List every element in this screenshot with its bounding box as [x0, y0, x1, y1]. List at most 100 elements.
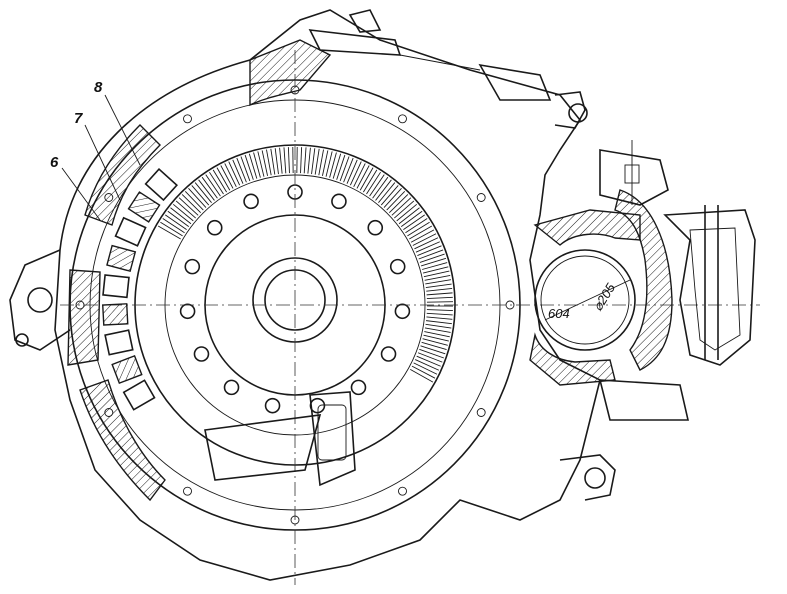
- gear-tooth: [287, 147, 290, 174]
- rim-bolt: [183, 486, 192, 496]
- gear-tooth: [181, 194, 202, 213]
- leader-line-8: [104, 94, 141, 166]
- stator-segment: [122, 379, 156, 411]
- bolt-hole: [389, 258, 406, 275]
- bolt-hole: [264, 397, 281, 414]
- bolt-hole: [309, 397, 326, 414]
- gear-tooth: [314, 148, 320, 175]
- gear-tooth: [270, 148, 276, 175]
- bolt-holes: [75, 85, 515, 525]
- gear-tooth: [426, 320, 452, 325]
- gear-tooth: [398, 207, 420, 225]
- stator-segment: [102, 303, 129, 326]
- callout-7: 7: [74, 110, 83, 127]
- top-linkage: [308, 9, 552, 101]
- stator-pack: [102, 167, 178, 411]
- center-lines: [60, 50, 760, 585]
- gear-tooth: [240, 156, 251, 182]
- gear-tooth: [170, 207, 192, 225]
- gear-tooth: [184, 191, 204, 211]
- leader-line-6: [61, 167, 101, 221]
- dimension-width-label: 604: [548, 306, 570, 321]
- bolt-hole: [223, 379, 240, 396]
- gear-tooth: [426, 288, 453, 292]
- stator-segment: [104, 329, 134, 356]
- gear-tooth: [232, 159, 244, 184]
- gear-tooth: [209, 171, 224, 195]
- gear-tooth: [157, 225, 181, 240]
- gear-tooth: [283, 147, 287, 174]
- gear-tooth: [172, 203, 194, 222]
- stator-segment: [102, 274, 130, 299]
- gear-tooth: [388, 194, 409, 213]
- stator-segment: [114, 216, 147, 247]
- casing-ring: [67, 39, 332, 502]
- dimension-annotations: 604 ⌀205: [544, 279, 631, 321]
- side-bracket: [529, 140, 756, 421]
- gear-tooth: [160, 221, 183, 237]
- gear-tooth: [426, 316, 453, 320]
- gear-tooth: [236, 157, 247, 183]
- gear-tooth: [274, 148, 279, 175]
- gear-tooth: [257, 151, 265, 177]
- gear-tooth: [248, 153, 258, 179]
- leader-line-7: [84, 124, 121, 201]
- gear-tooth: [426, 296, 453, 300]
- gear-tooth: [353, 163, 366, 187]
- gear-tooth: [396, 203, 418, 222]
- gear-tooth: [410, 369, 434, 383]
- gear-tooth: [415, 359, 440, 371]
- gear-tooth: [325, 151, 333, 177]
- gear-tooth: [359, 167, 374, 191]
- gear-tooth: [425, 323, 452, 329]
- gear-tooth: [424, 274, 451, 281]
- gear-tooth: [362, 169, 378, 193]
- gear-tooth: [329, 152, 337, 178]
- gear-tooth: [420, 257, 447, 267]
- gear-tooth: [410, 229, 435, 243]
- gear-tooth: [403, 214, 425, 231]
- gear-tooth: [322, 150, 329, 176]
- gear-tooth: [423, 334, 449, 342]
- gear-tooth: [416, 355, 441, 367]
- gear-tooth: [420, 345, 446, 355]
- bolt-hole: [367, 219, 384, 236]
- gear-tooth: [253, 152, 261, 178]
- gear-tooth: [346, 159, 358, 184]
- gear-tooth: [332, 153, 342, 179]
- rim-bolt: [398, 114, 407, 124]
- bolt-hole: [179, 303, 196, 320]
- rim-bolt: [183, 114, 192, 124]
- bolt-hole: [243, 193, 259, 210]
- gear-tooth: [413, 362, 438, 375]
- gear-tooth: [400, 210, 423, 228]
- gear-tooth: [411, 365, 436, 379]
- stator-segment: [111, 354, 143, 385]
- stator-segment: [127, 191, 161, 223]
- gear-tooth: [418, 249, 444, 260]
- gear-tooth: [424, 331, 450, 338]
- gear-tooth: [336, 154, 346, 180]
- gear-tooth: [409, 225, 433, 240]
- bolt-hole: [331, 193, 347, 210]
- gear-tooth: [386, 191, 406, 211]
- gear-tooth: [194, 182, 212, 203]
- callout-8: 8: [94, 79, 103, 96]
- bolt-hole: [206, 219, 223, 236]
- gear-tooth: [165, 214, 187, 231]
- gear-tooth: [366, 171, 381, 195]
- gear-tooth: [412, 233, 437, 246]
- gear-tooth: [356, 165, 370, 189]
- gear-tooth: [349, 161, 362, 186]
- gear-tooth: [417, 352, 443, 363]
- gear-tooth: [421, 341, 447, 351]
- gear-tooth: [198, 179, 215, 201]
- rim-bolt: [476, 408, 486, 417]
- gear-tooth: [417, 245, 442, 256]
- gear-tooth: [279, 147, 283, 174]
- gear-tooth: [220, 165, 234, 189]
- rim-bolt: [104, 193, 114, 202]
- gear-tooth: [422, 338, 448, 346]
- gear-tooth: [375, 179, 392, 201]
